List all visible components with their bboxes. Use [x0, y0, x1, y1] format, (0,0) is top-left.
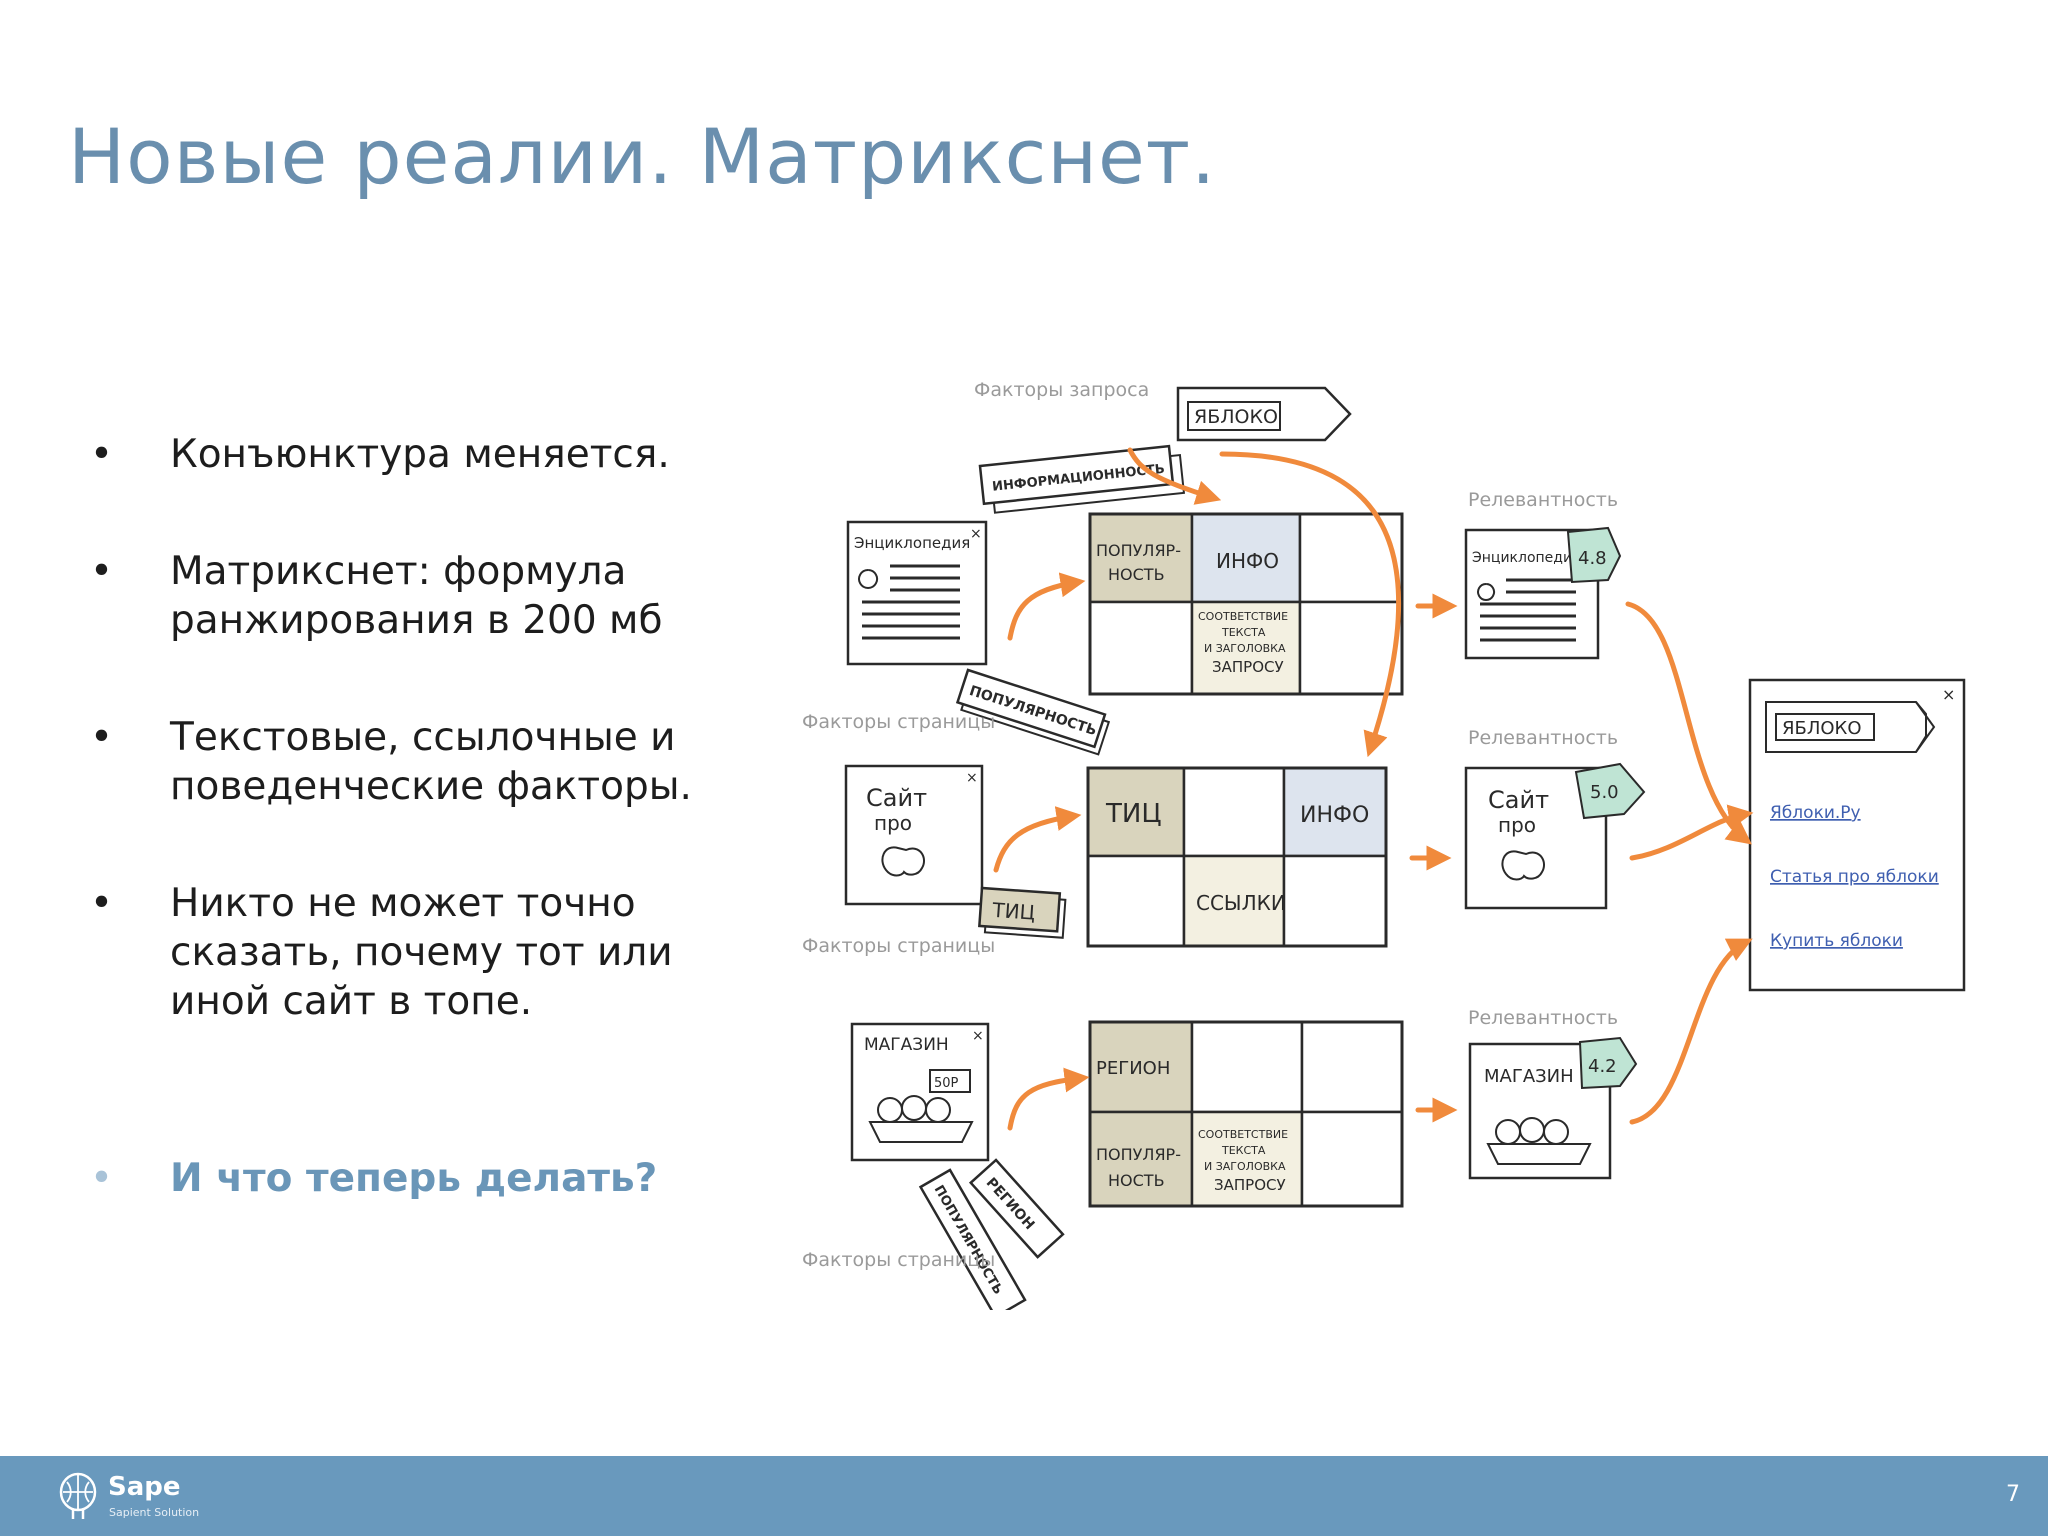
result-shop: МАГАЗИН [1468, 1042, 1612, 1180]
close-icon: × [1942, 685, 1955, 704]
query-factors-label: Факторы запроса [974, 379, 1149, 401]
score-value: 5.0 [1590, 782, 1619, 803]
doc-site-about: × Сайт про [844, 764, 984, 906]
query-tag-text: ЯБЛОКО [1194, 406, 1278, 428]
score-value: 4.8 [1578, 548, 1607, 569]
puzzle-piece: И ЗАГОЛОВКА [1204, 642, 1286, 655]
page-number: 7 [2006, 1482, 2020, 1507]
page-factors-label: Факторы страницы [802, 711, 995, 733]
score-badge: 4.8 [1566, 526, 1622, 584]
arrow [993, 806, 1082, 873]
arrow [1629, 938, 1753, 1125]
puzzle-row-2: ТИЦ ИНФО ССЫЛКИ [1086, 766, 1388, 948]
close-icon: × [966, 770, 978, 786]
puzzle-piece: ЗАПРОСУ [1212, 658, 1284, 676]
relevance-label: Релевантность [1468, 727, 1618, 749]
bullet-marker: • [90, 1156, 114, 1201]
arrow [1219, 451, 1402, 758]
arrow [1127, 447, 1222, 505]
doc-title: Энциклопедия [854, 534, 970, 552]
puzzle-row-1: ПОПУЛЯР- НОСТЬ ИНФО СООТВЕТСТВИЕ ТЕКСТА … [1088, 512, 1404, 696]
puzzle-piece: И ЗАГОЛОВКА [1204, 1160, 1286, 1173]
serp-link: Статья про яблоки [1770, 867, 1939, 887]
puzzle-piece: ИНФО [1300, 803, 1369, 828]
puzzle-piece: ТЕКСТА [1221, 1144, 1266, 1157]
puzzle-piece: ССЫЛКИ [1196, 891, 1286, 915]
doc-encyclopedia: × Энциклопедия [846, 520, 988, 666]
accent-bullet: • И что теперь делать? [90, 1154, 750, 1203]
result-title: Сайт [1488, 786, 1549, 814]
relevance-label: Релевантность [1468, 1007, 1618, 1029]
flow-arrows [993, 447, 1754, 1131]
page-factors-label: Факторы страницы [802, 935, 995, 957]
page-factors-label: Факторы страницы [802, 1249, 995, 1271]
puzzle-piece: ПОПУЛЯР- [1096, 1145, 1181, 1164]
bullet-marker: • [90, 881, 114, 926]
serp-query: ЯБЛОКО [1782, 718, 1862, 739]
query-factor-tag: ИНФОРМАЦИОННОСТЬ [978, 444, 1186, 514]
bullet-list: • Конъюнктура меняется. • Матрикснет: форм… [90, 430, 750, 1203]
doc-tag-text: ТИЦ [991, 898, 1036, 925]
brand-name: Sape [108, 1472, 181, 1502]
puzzle-piece: НОСТЬ [1108, 565, 1165, 584]
puzzle-piece: ЗАПРОСУ [1214, 1176, 1286, 1194]
accent-bullet-text: И что теперь делать? [170, 1156, 658, 1201]
serp-link: Яблоки.Ру [1770, 803, 1861, 823]
serp-window: × ЯБЛОКО Яблоки.Ру Статья про яблоки Куп… [1748, 678, 1966, 992]
bullet-marker: • [90, 715, 114, 760]
arrow [1007, 1067, 1090, 1131]
puzzle-piece: ИНФО [1216, 549, 1279, 573]
arrow [1625, 601, 1752, 845]
doc-title: МАГАЗИН [864, 1035, 949, 1055]
puzzle-piece: ТЕКСТА [1221, 626, 1266, 639]
bullet-item: • Конъюнктура меняется. [90, 430, 750, 479]
score-badge: 4.2 [1578, 1036, 1638, 1090]
score-value: 4.2 [1588, 1056, 1617, 1077]
puzzle-piece: ТИЦ [1105, 799, 1162, 829]
puzzle-piece: ПОПУЛЯР- [1096, 541, 1181, 560]
score-badge: 5.0 [1574, 762, 1646, 820]
puzzle-row-3: РЕГИОН ПОПУЛЯР- НОСТЬ СООТВЕТСТВИЕ ТЕКСТ… [1088, 1020, 1404, 1208]
query-tag: ЯБЛОКО [1176, 386, 1352, 442]
bullet-text: Конъюнктура меняется. [170, 432, 670, 477]
arrow [1007, 572, 1086, 641]
puzzle-piece: НОСТЬ [1108, 1171, 1165, 1190]
slide-title: Новые реалии. Матрикснет. [68, 112, 1217, 201]
footer-bar: Sape Sapient Solution 7 [0, 1456, 2048, 1536]
doc-tag-tic: ТИЦ [978, 886, 1067, 939]
bullet-marker: • [90, 432, 114, 477]
sape-logo: Sape Sapient Solution [58, 1470, 218, 1530]
result-title: МАГАЗИН [1484, 1066, 1574, 1087]
close-icon: × [972, 1028, 984, 1044]
puzzle-piece: СООТВЕТСТВИЕ [1198, 610, 1288, 623]
bullet-text: Матрикснет: формула ранжирования в 200 м… [170, 549, 663, 643]
brand-tagline: Sapient Solution [109, 1506, 200, 1519]
price-tag: 50Р [934, 1076, 959, 1091]
puzzle-piece: РЕГИОН [1096, 1058, 1170, 1079]
bullet-item: • Никто не может точно сказать, почему то… [90, 879, 750, 1026]
serp-link: Купить яблоки [1770, 931, 1903, 951]
result-title: Энциклопедия [1472, 550, 1581, 566]
bullet-item: • Матрикснет: формула ранжирования в 200 … [90, 547, 750, 645]
doc-shop: × МАГАЗИН 50Р [850, 1022, 990, 1162]
matrixnet-diagram: Факторы запроса ЯБЛОКО ИНФОРМАЦИОННОСТЬ … [802, 379, 1966, 1310]
bullet-marker: • [90, 549, 114, 594]
bullet-text: Никто не может точно сказать, почему тот… [170, 881, 673, 1024]
brain-icon [59, 1472, 97, 1519]
bullet-text: Текстовые, ссылочные и поведенческие фак… [170, 715, 692, 809]
bullet-item: • Текстовые, ссылочные и поведенческие фа… [90, 713, 750, 811]
result-title: про [1498, 813, 1536, 837]
arrow [1629, 804, 1754, 861]
doc-title: Сайт [866, 784, 927, 812]
relevance-label: Релевантность [1468, 489, 1618, 511]
doc-title: про [874, 811, 912, 835]
puzzle-piece: СООТВЕТСТВИЕ [1198, 1128, 1288, 1141]
close-icon: × [970, 526, 982, 542]
